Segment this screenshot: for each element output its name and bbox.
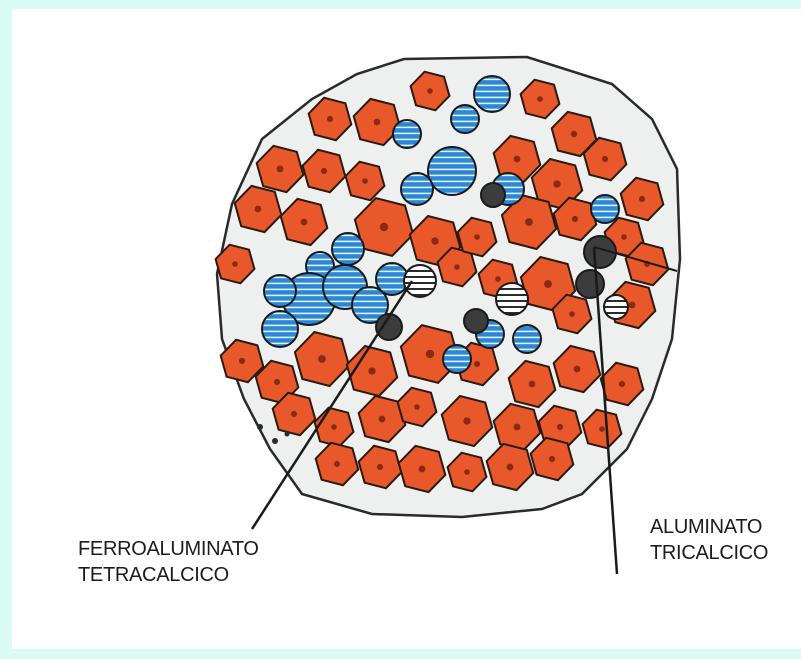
crystal-core-mark bbox=[232, 261, 238, 267]
speck-dot bbox=[285, 432, 290, 437]
crystal-core-mark bbox=[427, 88, 433, 94]
blue-striped-grain bbox=[443, 345, 471, 373]
blue-striped-grain bbox=[474, 76, 510, 112]
crystal-core-mark bbox=[621, 234, 627, 240]
crystal-core-mark bbox=[629, 302, 636, 309]
ferroaluminate-label-line1: FERROALUMINATO bbox=[78, 536, 259, 562]
crystal-core-mark bbox=[599, 426, 605, 432]
crystal-core-mark bbox=[255, 206, 262, 213]
crystal-core-mark bbox=[474, 361, 480, 367]
crystal-core-mark bbox=[380, 223, 388, 231]
blue-striped-grain bbox=[451, 105, 479, 133]
crystal-core-mark bbox=[507, 464, 514, 471]
crystal-core-mark bbox=[374, 119, 381, 126]
crystal-core-mark bbox=[537, 96, 543, 102]
crystal-core-mark bbox=[544, 280, 552, 288]
crystal-core-mark bbox=[291, 411, 297, 417]
blue-striped-grain bbox=[264, 275, 296, 307]
aluminate-label: ALUMINATO TRICALCICO bbox=[650, 514, 768, 566]
crystal-core-mark bbox=[301, 219, 308, 226]
ferroaluminate-label-line2: TETRACALCICO bbox=[78, 562, 259, 588]
dark-grain bbox=[481, 183, 505, 207]
crystal-core-mark bbox=[331, 424, 337, 430]
white-striped-grain bbox=[496, 283, 528, 315]
blue-striped-grain bbox=[393, 120, 421, 148]
crystal-core-mark bbox=[557, 424, 563, 430]
crystal-core-mark bbox=[379, 416, 386, 423]
crystal-core-mark bbox=[602, 156, 608, 162]
crystal-core-mark bbox=[514, 424, 521, 431]
crystal-core-mark bbox=[553, 180, 560, 187]
crystal-core-mark bbox=[431, 237, 438, 244]
crystal-core-mark bbox=[426, 350, 434, 358]
crystal-core-mark bbox=[368, 367, 375, 374]
aluminate-label-line1: ALUMINATO bbox=[650, 514, 768, 540]
blue-striped-grain bbox=[591, 195, 619, 223]
crystal-core-mark bbox=[362, 178, 368, 184]
crystal-core-mark bbox=[239, 358, 245, 364]
blue-striped-grain bbox=[513, 325, 541, 353]
speck-dot bbox=[257, 424, 263, 430]
crystal-core-mark bbox=[414, 404, 420, 410]
crystal-core-mark bbox=[514, 156, 521, 163]
speck-dot bbox=[272, 438, 278, 444]
crystal-core-mark bbox=[474, 234, 480, 240]
white-striped-grain bbox=[404, 265, 436, 297]
dark-grain bbox=[464, 309, 488, 333]
blue-striped-grain bbox=[262, 311, 298, 347]
crystal-core-mark bbox=[463, 417, 470, 424]
crystal-core-mark bbox=[321, 168, 327, 174]
crystal-core-mark bbox=[569, 311, 575, 317]
white-striped-grain bbox=[604, 295, 628, 319]
crystal-core-mark bbox=[571, 131, 577, 137]
aluminate-label-line2: TRICALCICO bbox=[650, 540, 768, 566]
crystal-core-mark bbox=[572, 216, 578, 222]
crystal-core-mark bbox=[549, 456, 555, 462]
crystal-core-mark bbox=[464, 469, 470, 475]
crystal-core-mark bbox=[277, 166, 284, 173]
crystal-core-mark bbox=[454, 264, 460, 270]
ferroaluminate-label: FERROALUMINATO TETRACALCICO bbox=[78, 536, 259, 588]
blue-striped-grain bbox=[332, 233, 364, 265]
crystal-core-mark bbox=[318, 355, 326, 363]
crystal-core-mark bbox=[334, 461, 340, 467]
crystal-core-mark bbox=[495, 276, 501, 282]
blue-striped-grain bbox=[428, 147, 476, 195]
crystal-core-mark bbox=[377, 464, 383, 470]
blue-striped-grain bbox=[401, 173, 433, 205]
crystal-core-mark bbox=[529, 381, 536, 388]
crystal-core-mark bbox=[525, 218, 533, 226]
diagram-canvas: FERROALUMINATO TETRACALCICO ALUMINATO TR… bbox=[12, 9, 801, 649]
dark-grain bbox=[576, 270, 604, 298]
crystal-core-mark bbox=[639, 196, 645, 202]
crystal-core-mark bbox=[327, 116, 333, 122]
crystal-core-mark bbox=[274, 379, 280, 385]
crystal-core-mark bbox=[619, 381, 625, 387]
crystal-core-mark bbox=[574, 366, 581, 373]
crystal-core-mark bbox=[419, 466, 426, 473]
